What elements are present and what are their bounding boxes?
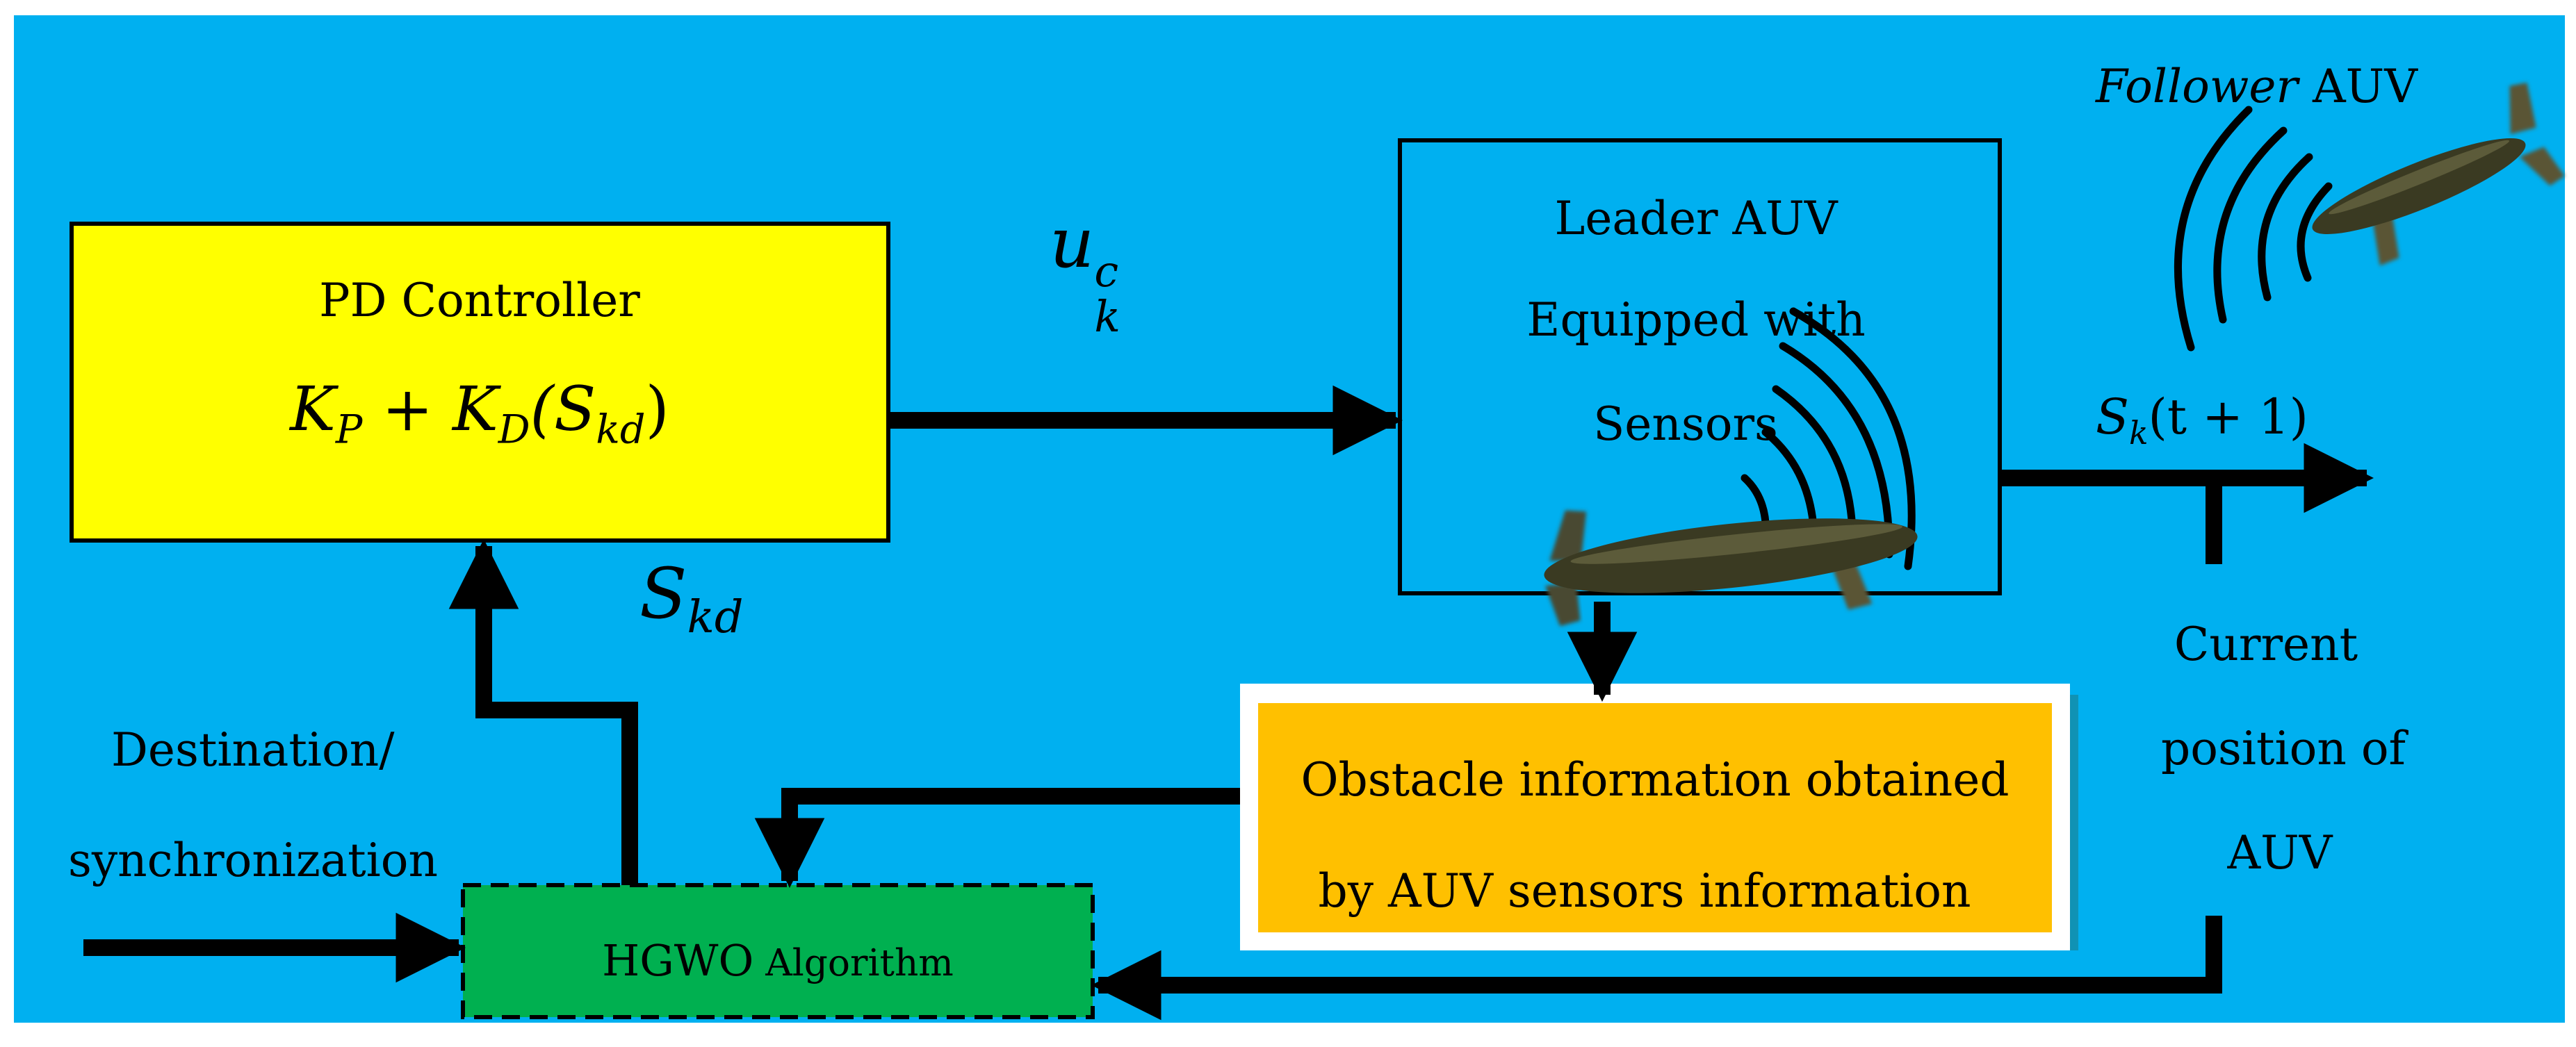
leader-auv-tail-fin-bottom [1545, 582, 1581, 627]
follower-wave-3 [2213, 126, 2288, 324]
formula-paren-open: (S [530, 373, 596, 445]
obstacle-info-line1: Obstacle information obtained [1301, 753, 2010, 807]
hgwo-suffix: Algorithm [753, 941, 954, 984]
destination-line2: synchronization [68, 834, 439, 887]
feedback-signal-label: Skd [639, 559, 744, 643]
arrow-obstacle-to-hgwo [754, 788, 1240, 889]
formula-skd-sub: kd [596, 406, 646, 453]
follower-auv-tail-fin-top [2509, 82, 2536, 135]
pd-controller-title-text: PD Controller [319, 274, 640, 327]
leader-auv-hull-highlight [1570, 524, 1902, 564]
formula-kp: K [290, 373, 336, 445]
follower-wave-1 [2297, 182, 2333, 282]
leader-auv-line3: Sensors [1593, 397, 1778, 451]
pd-controller-formula: KP + KD(Skd) [290, 379, 669, 450]
formula-kd: K [453, 373, 498, 445]
leader-wave-4 [1779, 342, 1893, 559]
formula-kp-sub: P [335, 406, 363, 453]
control-signal-sub: k [1094, 291, 1120, 343]
output-signal-base: S [2096, 388, 2129, 445]
hgwo-label: HGWO Algorithm [602, 939, 954, 982]
current-position-line3: AUV [2227, 826, 2333, 880]
destination-line1: Destination/ [111, 723, 395, 777]
follower-auv-hull [2312, 138, 2526, 234]
leader-auv-line2: Equipped with [1526, 293, 1866, 347]
control-signal-base: u [1050, 202, 1095, 283]
leader-auv-box [1398, 138, 2002, 595]
leader-auv-vehicle [1544, 510, 1918, 627]
formula-kd-sub: D [498, 406, 530, 453]
follower-auv-front-fin [2372, 212, 2399, 266]
leader-auv-line1: Leader AUV [1554, 192, 1838, 245]
arrow-hgwo-to-pd [448, 538, 638, 885]
output-signal-args: (t + 1) [2148, 388, 2308, 445]
current-position-line2: position of [2161, 722, 2406, 775]
follower-wave-4 [2174, 106, 2253, 352]
output-signal-label: Sk(t + 1) [2096, 393, 2308, 450]
follower-auv-hull-highlight [2329, 140, 2510, 215]
obstacle-info-box [1258, 703, 2052, 932]
follower-auv-rest: AUV [2297, 60, 2418, 113]
feedback-signal-sub: kd [687, 591, 744, 643]
formula-plus: + [362, 373, 453, 445]
arrows-group [83, 385, 2374, 1021]
hgwo-name: HGWO [602, 935, 754, 986]
follower-sensor-waves [2174, 106, 2333, 352]
follower-auv-label: Follower AUV [2096, 64, 2418, 110]
formula-paren-close: ) [645, 373, 669, 445]
current-position-line1: Current [2174, 618, 2358, 671]
output-signal-sub: k [2128, 415, 2149, 452]
follower-auv-tail-fin-bottom [2519, 147, 2565, 186]
obstacle-info-line2: by AUV sensors information [1318, 864, 1971, 918]
follower-auv-vehicle [2312, 82, 2565, 266]
leader-auv-tail-fin-top [1549, 510, 1587, 561]
arrow-position-to-hgwo [1091, 916, 2222, 1021]
pd-controller-box [70, 222, 890, 543]
follower-auv-italic: Follower [2096, 60, 2298, 113]
leader-wave-5 [1789, 307, 1916, 570]
feedback-signal-base: S [639, 553, 687, 634]
pd-controller-title: PD Controller [319, 278, 640, 324]
follower-wave-2 [2258, 153, 2313, 302]
control-signal-sup: c [1094, 246, 1119, 297]
